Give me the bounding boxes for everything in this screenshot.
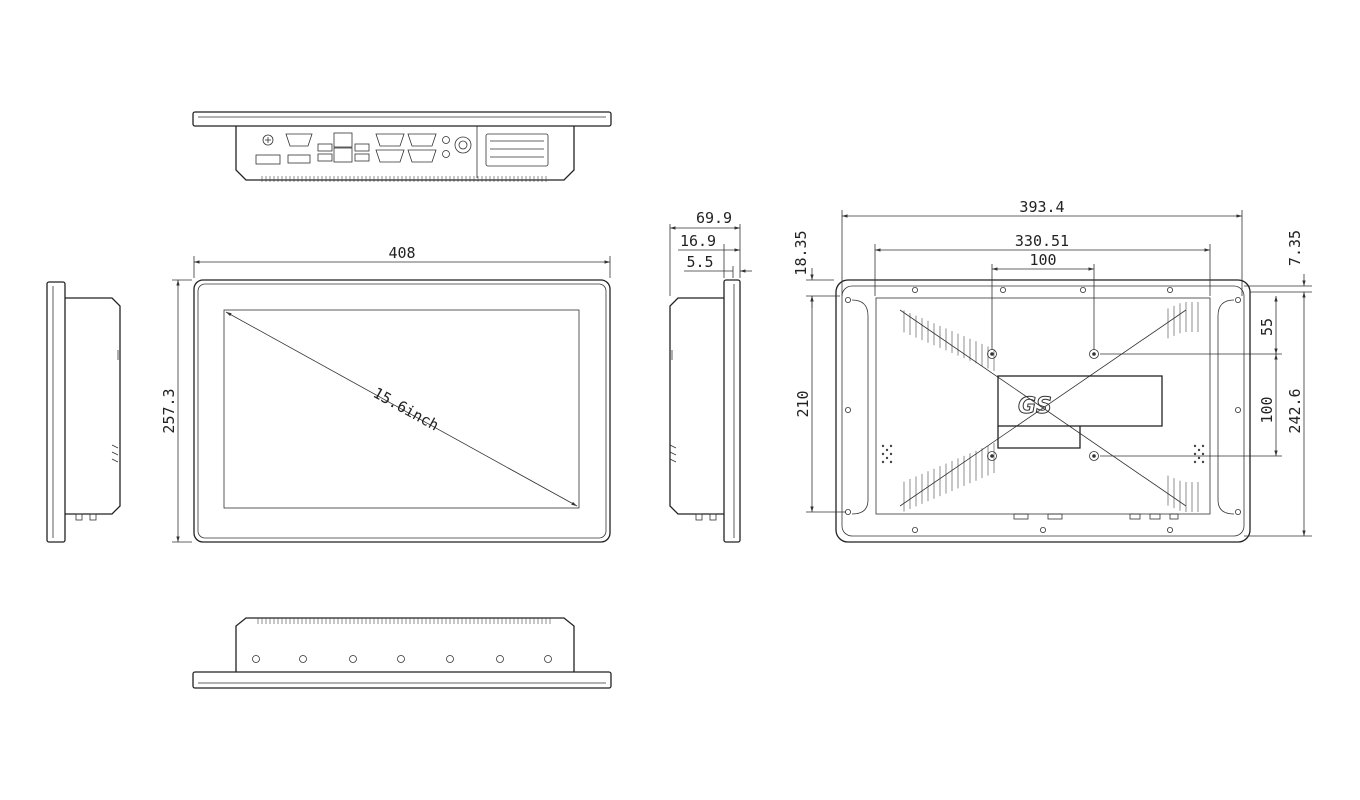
- screw: [987, 451, 997, 461]
- vent-grid-left: [881, 444, 893, 464]
- bottom-view: [192, 617, 612, 689]
- back-top-offset-right-dimension: 7.35: [1244, 230, 1312, 293]
- heatsink-fins-back: [899, 302, 1199, 512]
- x-rib: [899, 309, 1187, 507]
- front-height-value: 257.3: [160, 388, 178, 433]
- back-vesa-width-dimension: 100: [991, 251, 1095, 350]
- screw-center: [1092, 454, 1096, 458]
- screw: [1080, 286, 1087, 293]
- side-depth-value: 69.9: [696, 209, 732, 227]
- mounting-screws: [845, 286, 1242, 534]
- screw: [1000, 286, 1007, 293]
- side-bezel-value: 16.9: [680, 232, 716, 250]
- front-height-dimension: 257.3: [160, 279, 192, 543]
- side-panel-value: 5.5: [686, 253, 713, 271]
- io-ports: [255, 132, 549, 167]
- right-side-view: 69.9 16.9 5.5: [669, 209, 752, 543]
- screw: [912, 527, 919, 534]
- back-vesa-height-dimension: 100: [1100, 354, 1282, 457]
- back-view: GS 393.4: [792, 198, 1312, 543]
- screw-center: [990, 454, 994, 458]
- screw: [1167, 286, 1174, 293]
- back-overall-width-value: 393.4: [1019, 198, 1064, 216]
- screw: [1235, 406, 1242, 413]
- back-top-offset-left-dimension: 18.35: [792, 230, 840, 308]
- back-upper-offset-value: 55: [1258, 318, 1276, 336]
- back-vesa-height-value: 100: [1258, 396, 1276, 423]
- back-vesa-width-value: 100: [1029, 251, 1056, 269]
- back-overall-height-dimension: 242.6: [1244, 292, 1312, 537]
- screw: [845, 508, 852, 515]
- screw: [1235, 508, 1242, 515]
- screw: [845, 406, 852, 413]
- back-hole-height-value: 210: [794, 390, 812, 417]
- back-upper-offset-dimension: 55: [1100, 296, 1282, 355]
- back-hole-span-dimension: 330.51: [874, 232, 1211, 296]
- back-bottom-ports: [1013, 513, 1179, 520]
- back-hole-height-dimension: 210: [794, 296, 846, 513]
- top-view: [192, 111, 612, 182]
- bottom-connectors: [252, 655, 552, 663]
- front-width-value: 408: [388, 244, 415, 262]
- back-top-offset-left-value: 18.35: [792, 230, 810, 275]
- heatsink-fins-bottom: [257, 618, 551, 624]
- back-overall-width-dimension: 393.4: [841, 198, 1243, 296]
- screw: [1089, 451, 1099, 461]
- brand-logo: GS: [1018, 394, 1052, 419]
- front-view: 15.6inch 408 257.3: [160, 244, 611, 543]
- screw: [845, 296, 852, 303]
- screw: [1167, 527, 1174, 534]
- screen-diagonal-label: 15.6inch: [370, 384, 442, 435]
- screw: [1040, 527, 1047, 534]
- screw: [1235, 296, 1242, 303]
- side-depth-dimension: 69.9 16.9 5.5: [669, 209, 752, 296]
- screw: [912, 286, 919, 293]
- left-side-view: [46, 281, 121, 543]
- back-top-offset-right-value: 7.35: [1286, 230, 1304, 266]
- back-hole-span-value: 330.51: [1015, 232, 1069, 250]
- screw-center: [1092, 352, 1096, 356]
- back-overall-height-value: 242.6: [1286, 388, 1304, 433]
- heatsink-fins-top: [261, 176, 547, 182]
- screw-center: [990, 352, 994, 356]
- front-width-dimension: 408: [193, 244, 611, 278]
- vent-grid-right: [1193, 444, 1205, 464]
